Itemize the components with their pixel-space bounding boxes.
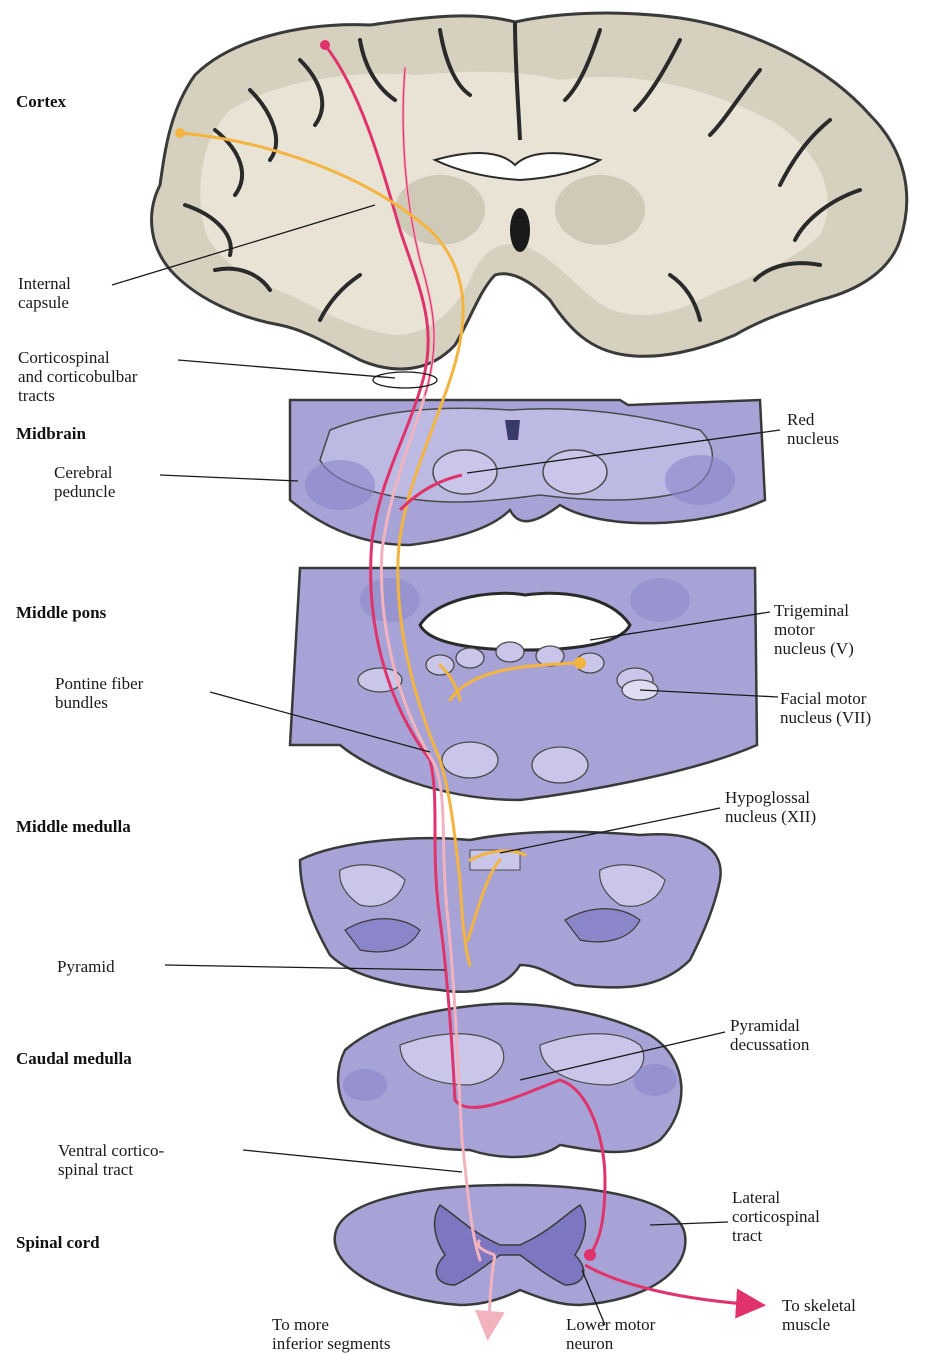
section-title-spinal-cord: Spinal cord (16, 1233, 100, 1253)
red-nucleus-right (543, 450, 607, 494)
midbrain-section (290, 400, 765, 545)
middle-medulla-section (300, 832, 721, 992)
label-lower-motor-neuron: Lower motor neuron (566, 1315, 655, 1353)
label-pyramidal-decussation: Pyramidal decussation (730, 1016, 809, 1054)
label-red-nucleus: Red nucleus (787, 410, 839, 448)
label-corticospinal-corticobulbar: Corticospinal and corticobulbar tracts (18, 348, 137, 405)
label-facial: Facial motor nucleus (VII) (780, 689, 871, 727)
label-trigeminal: Trigeminal motor nucleus (V) (774, 601, 854, 658)
label-to-inferior: To more inferior segments (272, 1315, 391, 1353)
red-nucleus-left (433, 450, 497, 494)
spinal-cord-section (335, 1185, 686, 1305)
section-title-middle-pons: Middle pons (16, 603, 106, 623)
label-internal-capsule: Internal capsule (18, 274, 71, 312)
label-pontine-fiber: Pontine fiber bundles (55, 674, 143, 712)
cortex-section (152, 13, 907, 369)
section-title-middle-medulla: Middle medulla (16, 817, 131, 837)
caudal-medulla-section (338, 1004, 681, 1157)
label-pyramid: Pyramid (57, 957, 115, 976)
fourth-ventricle (420, 593, 630, 650)
label-hypoglossal: Hypoglossal nucleus (XII) (725, 788, 816, 826)
label-lateral-corticospinal: Lateral corticospinal tract (732, 1188, 820, 1245)
label-to-skeletal: To skeletal muscle (782, 1296, 856, 1334)
section-title-midbrain: Midbrain (16, 424, 86, 444)
label-cerebral-peduncle: Cerebral peduncle (54, 463, 115, 501)
section-title-cortex: Cortex (16, 92, 66, 112)
section-title-caudal-medulla: Caudal medulla (16, 1049, 132, 1069)
label-ventral-corticospinal: Ventral cortico- spinal tract (58, 1141, 164, 1179)
third-ventricle (510, 208, 530, 252)
middle-pons-section (290, 568, 757, 800)
